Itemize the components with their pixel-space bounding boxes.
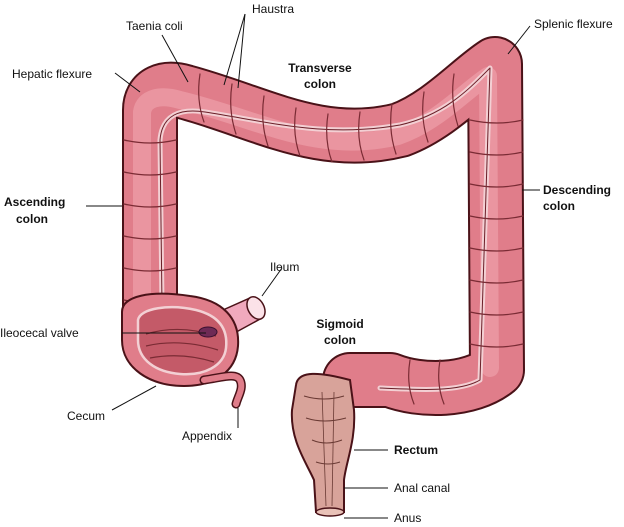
label-hepatic-flexure: Hepatic flexure [12, 67, 92, 81]
label-appendix: Appendix [182, 429, 232, 443]
leader-lines [86, 13, 540, 519]
ileum-opening [246, 296, 266, 320]
appendix [201, 372, 245, 407]
label-anus: Anus [394, 511, 421, 525]
label-taenia-coli: Taenia coli [126, 19, 183, 33]
label-anal-canal: Anal canal [394, 481, 450, 495]
haustra-folds [123, 73, 524, 405]
label-haustra: Haustra [252, 2, 294, 16]
label-descending-colon-line2: colon [543, 199, 575, 213]
taenia-coli-band-edge [159, 67, 491, 391]
label-sigmoid-colon-line2: colon [324, 333, 356, 347]
label-transverse-colon-line1: Transverse [288, 61, 352, 75]
cecum [121, 292, 240, 388]
label-splenic-flexure: Splenic flexure [534, 17, 613, 31]
label-sigmoid-colon-line1: Sigmoid [316, 317, 363, 331]
label-rectum: Rectum [394, 443, 438, 457]
label-ileum: Ileum [270, 260, 299, 274]
colon-body [122, 36, 525, 416]
label-descending-colon-line1: Descending [543, 183, 611, 197]
label-cecum: Cecum [67, 409, 105, 423]
anal-opening [315, 507, 345, 517]
label-ascending-colon-line1: Ascending [4, 195, 65, 209]
ileocecal-valve-opening [198, 326, 218, 338]
label-transverse-colon-line2: colon [304, 77, 336, 91]
rectum [290, 372, 356, 517]
label-ascending-colon-line2: colon [16, 212, 48, 226]
cecum-cutaway [136, 306, 228, 376]
label-ileocecal-valve: Ileocecal valve [0, 326, 79, 340]
